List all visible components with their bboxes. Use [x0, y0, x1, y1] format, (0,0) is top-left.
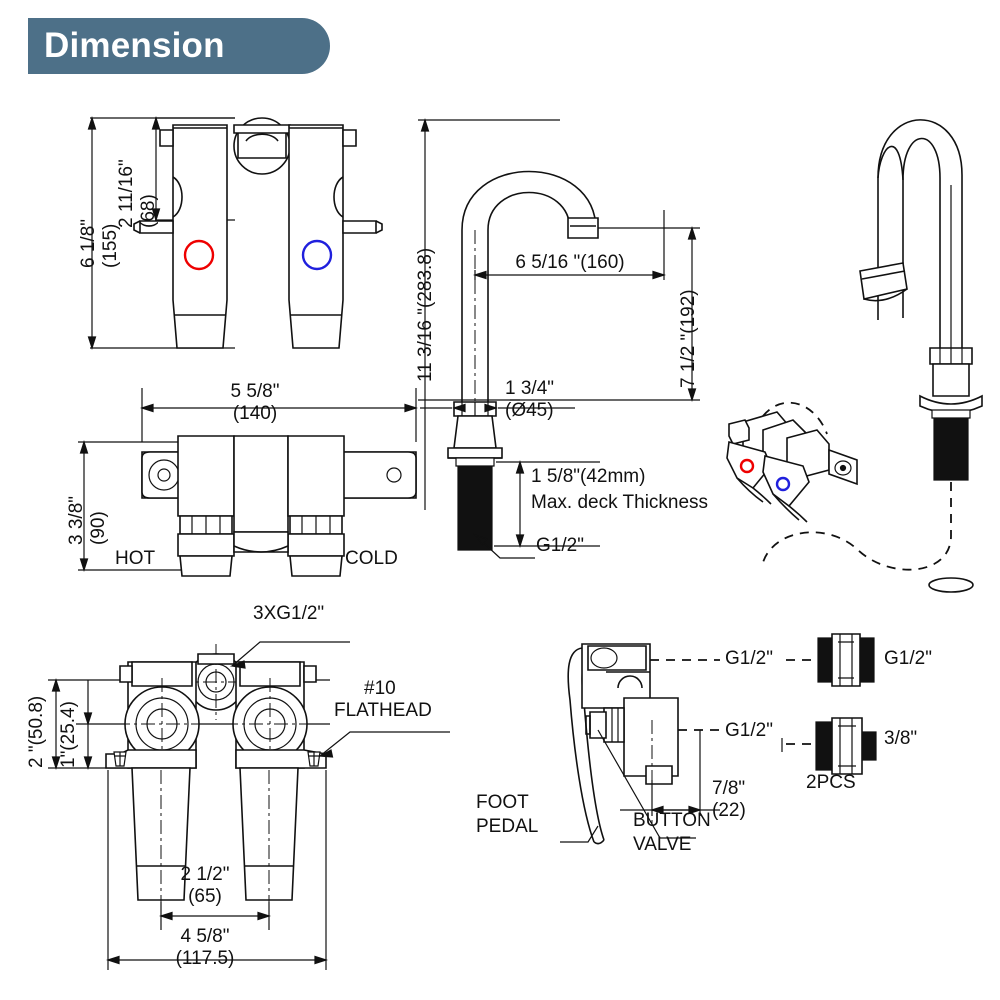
cold-indicator-icon — [775, 476, 791, 492]
dim-port-height-upper: 2 "(50.8) — [26, 695, 47, 768]
dim-body-width-inch: 5 5/8" — [230, 381, 280, 402]
pedal-valve-view — [560, 633, 877, 845]
dim-port-spacing-inch: 2 1/2" — [180, 864, 230, 885]
dim-max-deck-thickness-line2: Max. deck Thickness — [531, 492, 709, 513]
hot-indicator-icon — [183, 239, 215, 271]
dim-spout-reach: 6 5/16 "(160) — [515, 252, 625, 273]
label-fitting-lower: 3/8" — [884, 728, 918, 749]
callout-button-valve-line1: BUTTON — [633, 810, 711, 831]
callout-inlet-threads: 3XG1/2" — [253, 603, 325, 624]
label-fitting-upper: G1/2" — [884, 648, 932, 669]
dim-spout-base-diameter-mm: (Ø45) — [505, 400, 554, 421]
fitting-upper-icon — [817, 633, 875, 687]
label-fitting-qty: 2PCS — [806, 772, 856, 793]
label-cold-port: COLD — [345, 548, 398, 569]
dim-max-deck-thickness-line1: 1 5/8"(42mm) — [531, 466, 646, 487]
callout-shank-thread: G1/2" — [536, 535, 584, 556]
dim-handle-height-upper-inch: 2 11/16" — [116, 159, 137, 228]
valve-top-view — [78, 388, 418, 577]
dim-spout-outlet-height: 7 1/2 "(192) — [678, 289, 699, 388]
dim-mount-spacing-inch: 4 5/8" — [180, 926, 230, 947]
callout-screw-spec-line1: #10 — [364, 678, 396, 699]
dim-valve-offset-mm: (22) — [712, 800, 746, 821]
spout-iso-base — [761, 347, 983, 571]
header-banner — [28, 18, 330, 74]
callout-upper-port: G1/2" — [725, 648, 773, 669]
dim-spout-base-diameter-inch: 1 3/4" — [505, 378, 555, 399]
dim-body-depth-inch: 3 3/8" — [66, 495, 87, 545]
callout-foot-pedal-line1: FOOT — [476, 792, 529, 813]
spout-front-view — [418, 118, 700, 559]
handles-front-view — [87, 116, 383, 350]
callout-button-valve-line2: VALVE — [633, 834, 692, 855]
valve-assembly-view — [48, 641, 450, 970]
page-title: Dimension — [44, 26, 225, 65]
hot-indicator-icon — [739, 458, 755, 474]
dim-handle-height-total-inch: 6 1/8" — [78, 218, 99, 268]
spout-iso-view — [859, 119, 974, 593]
callout-screw-spec-line2: FLATHEAD — [334, 700, 432, 721]
label-hot-port: HOT — [115, 548, 156, 569]
callout-foot-pedal-line2-value: PEDAL — [476, 816, 539, 837]
dim-body-width-mm: (140) — [232, 403, 278, 424]
dim-valve-offset-inch: 7/8" — [712, 778, 746, 799]
cold-indicator-icon — [301, 239, 333, 271]
fitting-lower-icon — [815, 717, 877, 775]
dim-handle-height-upper-mm: (68) — [138, 194, 159, 228]
pedal-iso-view — [726, 401, 858, 523]
dim-port-height-lower: 1"(25.4) — [58, 701, 79, 768]
dim-mount-spacing-mm: (117.5) — [175, 948, 235, 969]
dim-body-depth-mm: (90) — [88, 511, 109, 545]
dim-port-spacing-mm-value: (65) — [188, 886, 222, 907]
callout-lower-port: G1/2" — [725, 720, 773, 741]
